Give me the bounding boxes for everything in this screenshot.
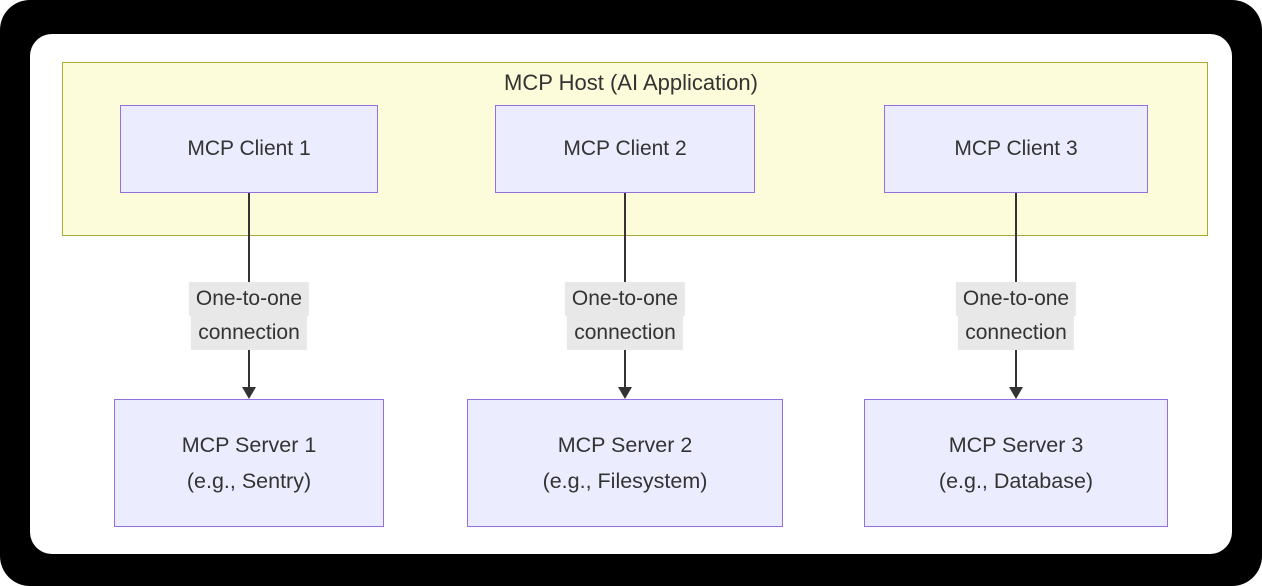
edge-label-2-line2: connection <box>567 316 683 350</box>
mcp-server-1-node: MCP Server 1 (e.g., Sentry) <box>114 399 384 527</box>
edge-label-1-line1: One-to-one <box>188 282 310 316</box>
mcp-server-3-example: (e.g., Database) <box>938 469 1094 493</box>
mcp-client-2-node: MCP Client 2 <box>495 105 755 193</box>
edge-label-3: One-to-one connection <box>955 282 1077 350</box>
mcp-client-1-node: MCP Client 1 <box>120 105 378 193</box>
mcp-client-2-label: MCP Client 2 <box>563 137 687 160</box>
mcp-client-1-label: MCP Client 1 <box>187 137 311 160</box>
edge-label-2-line1: One-to-one <box>564 282 686 316</box>
mcp-server-3-name: MCP Server 3 <box>948 433 1084 457</box>
arrowhead-down-icon-2 <box>618 387 632 399</box>
edge-label-3-line1: One-to-one <box>955 282 1077 316</box>
arrowhead-down-icon-3 <box>1009 387 1023 399</box>
mcp-server-2-example: (e.g., Filesystem) <box>542 469 708 493</box>
arrowhead-down-icon-1 <box>242 387 256 399</box>
mcp-host-title: MCP Host (AI Application) <box>504 70 758 95</box>
mcp-server-3-node: MCP Server 3 (e.g., Database) <box>864 399 1168 527</box>
mcp-server-2-name: MCP Server 2 <box>557 433 693 457</box>
mcp-server-1-example: (e.g., Sentry) <box>186 469 312 493</box>
edge-label-1: One-to-one connection <box>188 282 310 350</box>
edge-label-2: One-to-one connection <box>564 282 686 350</box>
mcp-client-3-node: MCP Client 3 <box>884 105 1148 193</box>
mcp-server-2-node: MCP Server 2 (e.g., Filesystem) <box>467 399 783 527</box>
mcp-client-3-label: MCP Client 3 <box>954 137 1078 160</box>
mcp-server-1-name: MCP Server 1 <box>181 433 317 457</box>
edge-label-1-line2: connection <box>191 316 307 350</box>
edge-label-3-line2: connection <box>958 316 1074 350</box>
